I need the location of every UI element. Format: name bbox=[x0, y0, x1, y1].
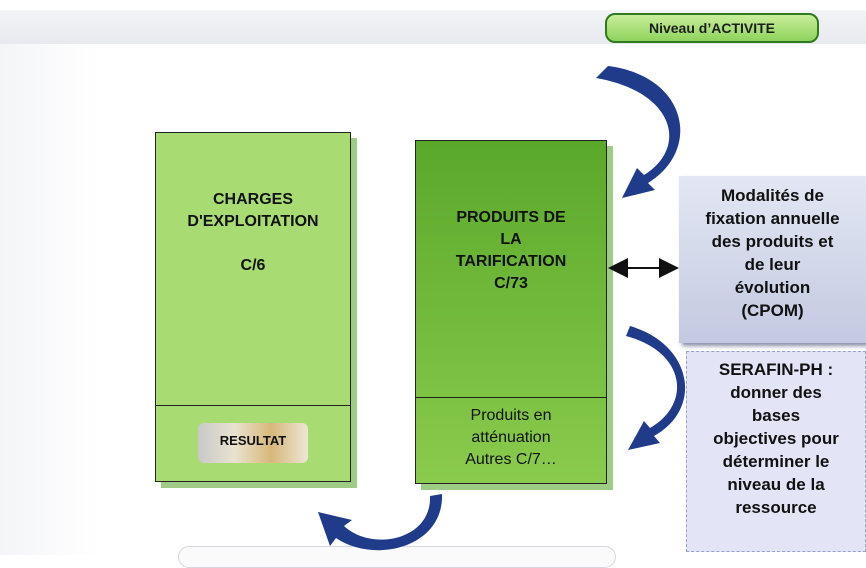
arrows-layer bbox=[318, 66, 686, 551]
curved-arrow-icon bbox=[596, 66, 681, 198]
produits-attenuation-text: Produits en atténuation Autres C/7… bbox=[465, 407, 557, 468]
modalites-text: Modalités de fixation annuelle des produ… bbox=[705, 186, 840, 320]
resultat-label: RESULTAT bbox=[219, 433, 287, 448]
serafin-text: SERAFIN-PH : donner des bases objectives… bbox=[713, 360, 839, 517]
left-fade-background bbox=[0, 44, 100, 555]
charges-divider bbox=[156, 405, 350, 406]
resultat-picture: RESULTAT bbox=[198, 423, 308, 463]
produits-divider bbox=[416, 397, 606, 398]
niveau-activite-badge: Niveau d’ACTIVITE bbox=[605, 13, 819, 43]
charges-title: CHARGES D'EXPLOITATION C/6 bbox=[187, 191, 319, 274]
curved-arrow-icon bbox=[318, 494, 443, 551]
serafin-panel: SERAFIN-PH : donner des bases objectives… bbox=[686, 351, 866, 552]
curved-arrow-icon bbox=[626, 326, 686, 450]
produits-title: PRODUITS DE LA TARIFICATION C/73 bbox=[455, 209, 567, 292]
charges-exploitation-box: CHARGES D'EXPLOITATION C/6 RESULTAT bbox=[155, 132, 351, 482]
modalites-panel: Modalités de fixation annuelle des produ… bbox=[679, 176, 866, 343]
produits-tarification-box: PRODUITS DE LA TARIFICATION C/73 Produit… bbox=[415, 140, 607, 484]
